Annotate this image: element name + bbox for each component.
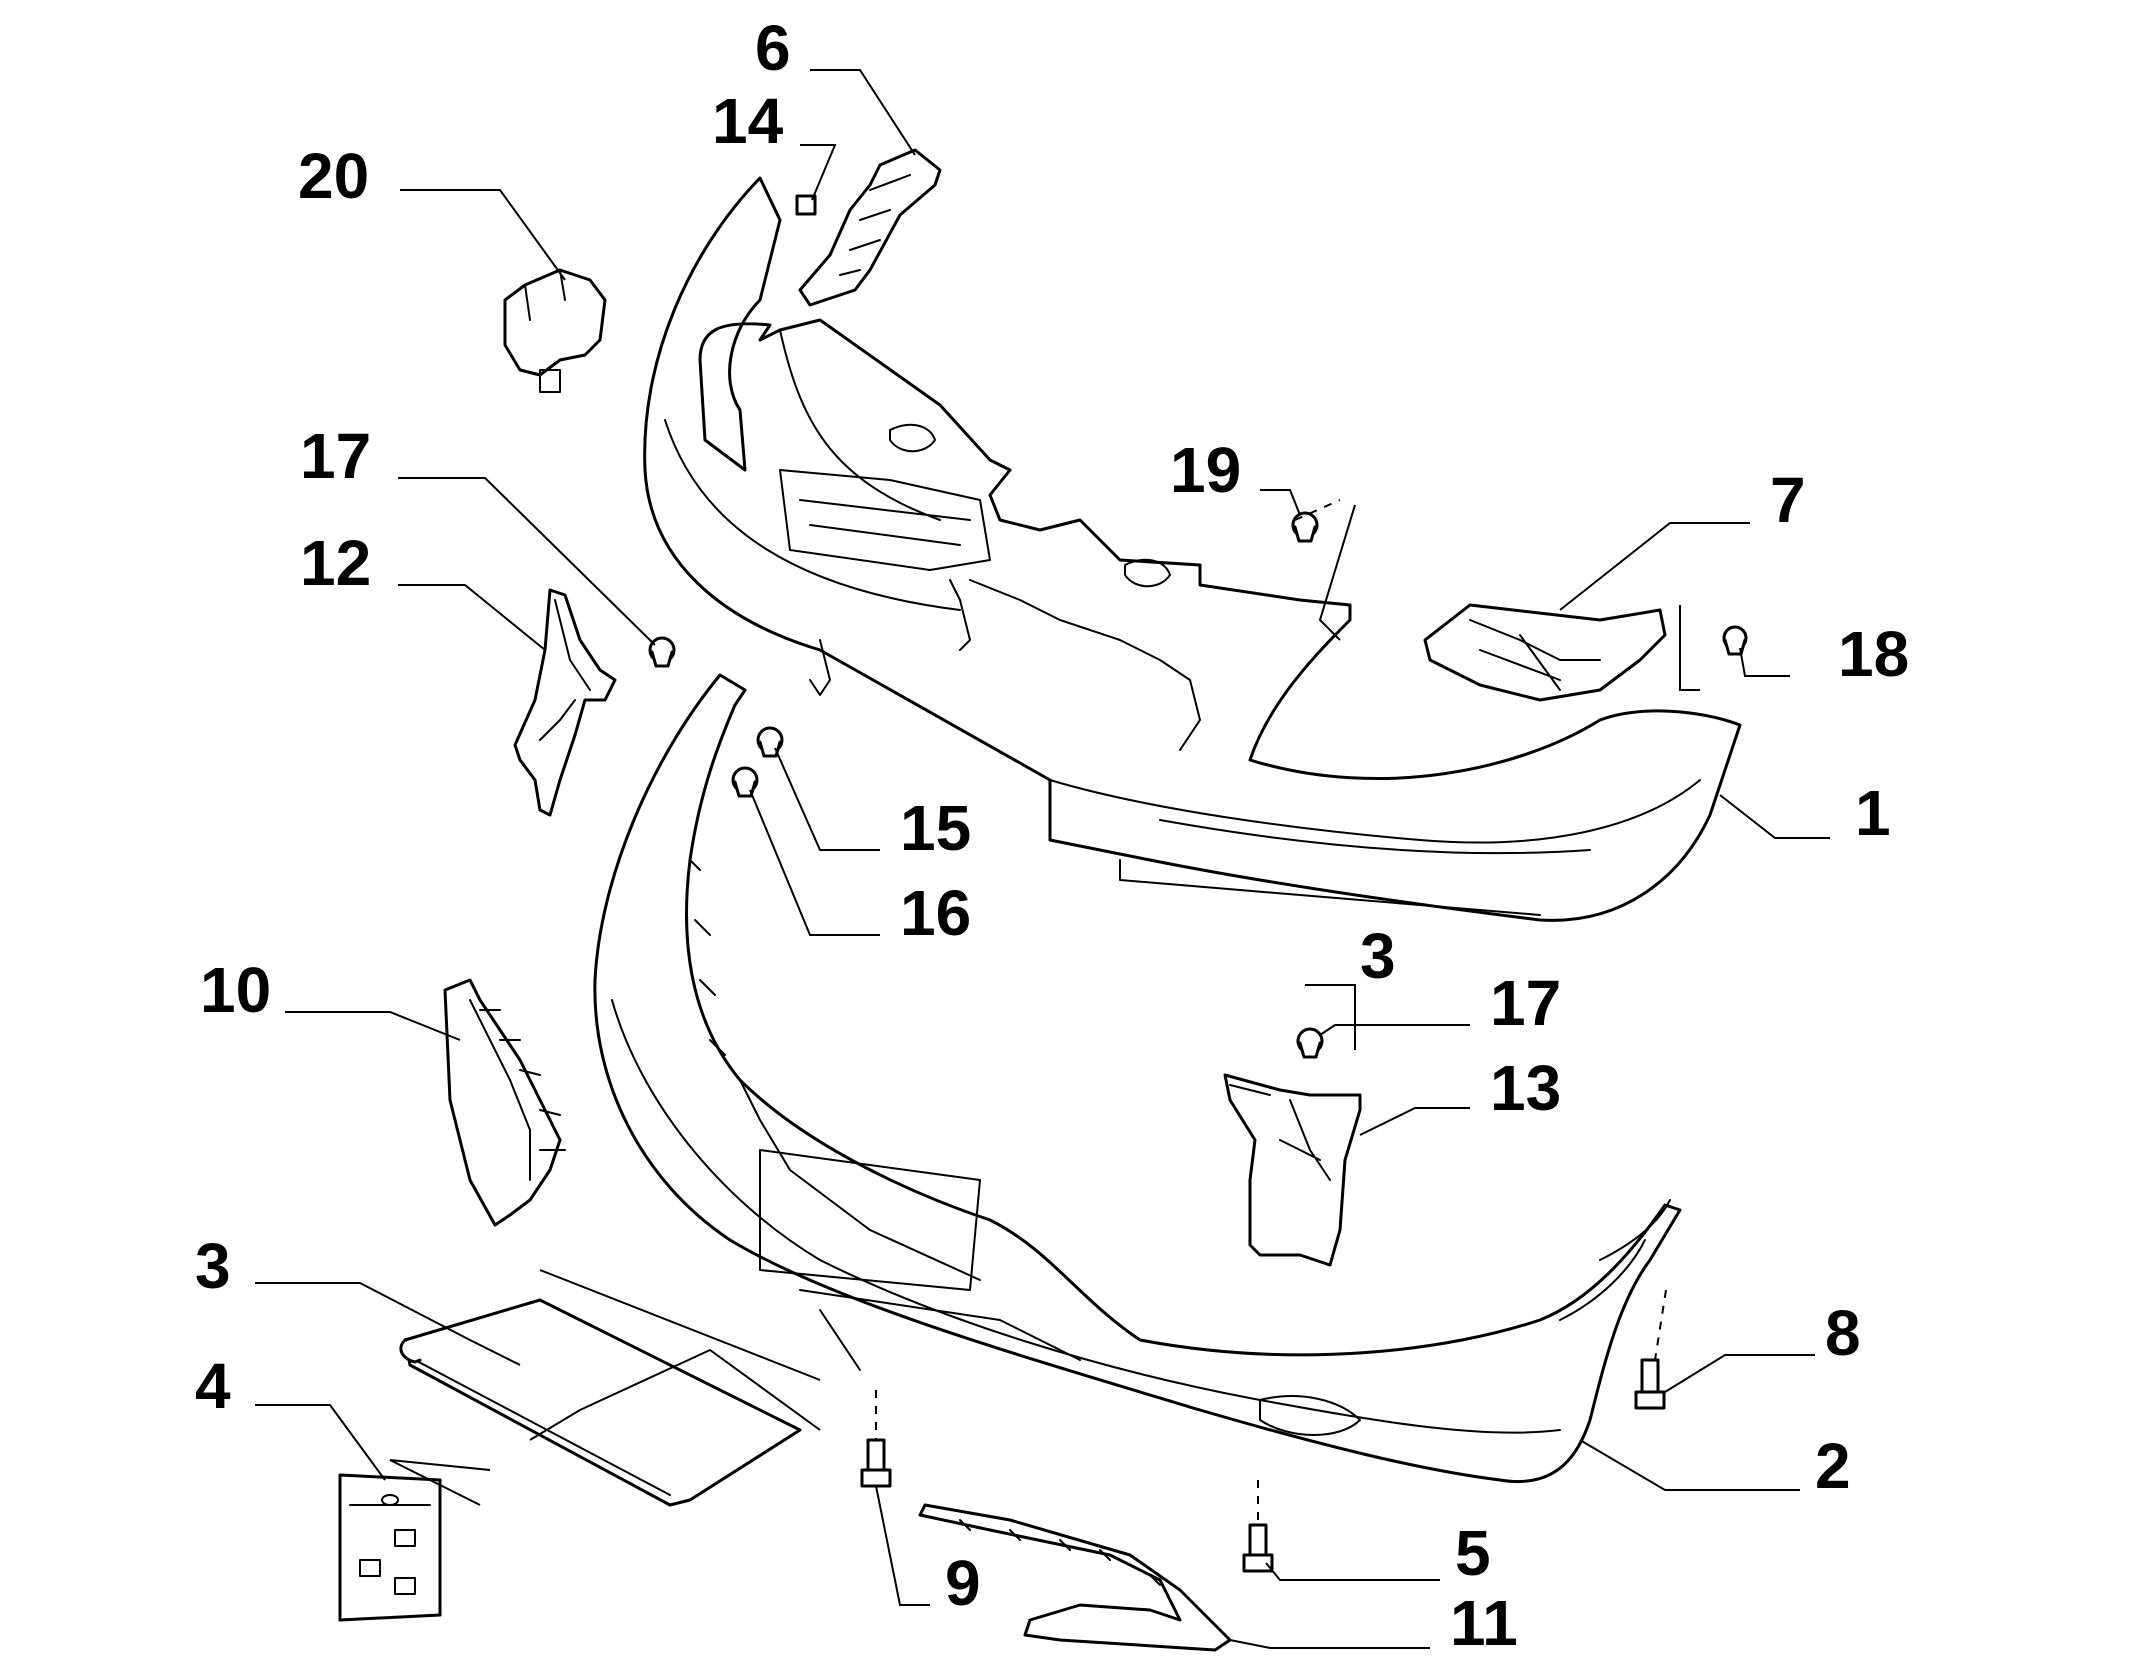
- part-4-fastener-kit-bag: [338, 1473, 442, 1622]
- part-7-side-bracket: [1423, 603, 1667, 702]
- callout-11: 11: [1450, 1587, 1518, 1659]
- callout-3-upper: 3: [1360, 920, 1396, 992]
- callout-1: 1: [1855, 777, 1891, 849]
- callout-7: 7: [1770, 464, 1806, 536]
- part-6-upper-bracket: [798, 148, 942, 307]
- part-13-right-bracket: [1223, 1073, 1362, 1267]
- callout-15: 15: [900, 792, 971, 864]
- callout-4: 4: [195, 1350, 231, 1422]
- part-11-trim-strip: [918, 1503, 1232, 1652]
- callout-17-left: 17: [300, 420, 371, 492]
- part-20-sensor: [503, 268, 607, 393]
- callout-labels: 1 2 3 3 4 5 6 7 8 9 10 11 12 13 14 15 16…: [195, 12, 1909, 1659]
- part-12-left-bracket: [513, 588, 617, 817]
- part-18-screw: [1722, 625, 1748, 656]
- part-3-lower-skid-plate: [399, 1298, 802, 1507]
- part-17-screw-right: [1296, 1027, 1324, 1059]
- callout-19: 19: [1170, 434, 1241, 506]
- callout-5: 5: [1455, 1517, 1491, 1589]
- part-1-upper-bumper-cover: [643, 176, 1742, 922]
- callout-2: 2: [1815, 1430, 1851, 1502]
- callout-3-lower: 3: [195, 1230, 231, 1302]
- callout-16: 16: [900, 877, 971, 949]
- part-10-left-support-bracket: [443, 978, 566, 1227]
- part-8-screw: [1634, 1358, 1666, 1410]
- callout-18: 18: [1838, 618, 1909, 690]
- part-14-clip: [795, 194, 817, 216]
- callout-12: 12: [300, 527, 371, 599]
- part-2-lower-bumper: [593, 673, 1682, 1483]
- assembly-lines: [389, 499, 1700, 1525]
- callout-17-right: 17: [1490, 967, 1561, 1039]
- callout-6: 6: [755, 12, 791, 84]
- callout-13: 13: [1490, 1052, 1561, 1124]
- part-15-screw: [756, 726, 784, 758]
- part-9-screw: [860, 1438, 892, 1488]
- part-19-screw: [1291, 511, 1319, 543]
- callout-20: 20: [298, 140, 369, 212]
- part-16-clip: [731, 766, 759, 798]
- callout-10: 10: [200, 954, 271, 1026]
- part-5-screw: [1242, 1523, 1274, 1573]
- leader-lines: [255, 69, 1830, 1649]
- callout-9: 9: [945, 1547, 981, 1619]
- callout-14: 14: [712, 85, 784, 157]
- part-17-screw-left: [648, 636, 676, 668]
- callout-8: 8: [1825, 1297, 1861, 1369]
